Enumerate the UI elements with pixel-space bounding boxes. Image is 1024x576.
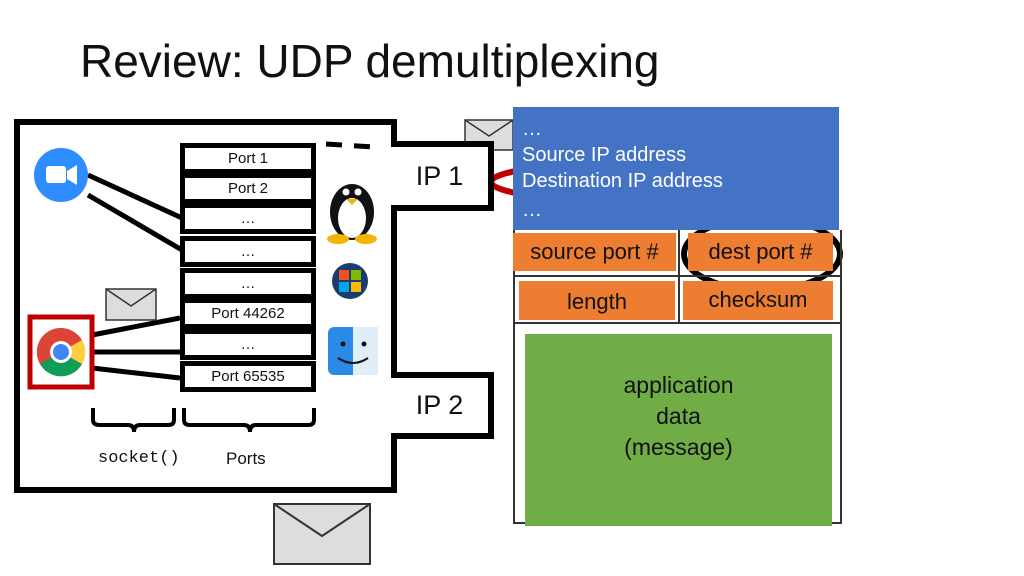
chrome-icon: [36, 327, 86, 377]
checksum-field: checksum: [683, 281, 833, 320]
udp-row-divider: [513, 275, 840, 277]
ip-header-ellipsis-top: …: [522, 118, 542, 140]
source-port-field: source port #: [513, 233, 676, 271]
port-box: …: [180, 268, 316, 299]
chrome-highlight-box: [27, 314, 95, 390]
app-data-line: data: [656, 403, 701, 429]
destination-ip-address: Destination IP address: [522, 170, 723, 192]
port-box: Port 65535: [180, 361, 316, 392]
port-box: Port 2: [180, 173, 316, 204]
ip-header-ellipsis-bottom: …: [522, 199, 542, 221]
socket-brace: [91, 408, 176, 433]
port-box: …: [180, 236, 316, 267]
chrome-link-line-1: [91, 315, 181, 338]
chrome-link-line-3: [91, 365, 181, 381]
application-data-block: application data (message): [525, 334, 832, 526]
envelope-icon-bottom: [273, 503, 371, 565]
app-data-line: application: [623, 372, 734, 398]
length-field: length: [519, 281, 675, 320]
zoom-link-line-1: [86, 172, 184, 221]
zoom-icon: [34, 148, 88, 202]
windows-icon: [332, 263, 368, 299]
ip-header-block: … Source IP address Destination IP addre…: [513, 107, 839, 230]
zoom-link-line-2: [86, 192, 184, 253]
port-box: Port 1: [180, 143, 316, 174]
port-box: …: [180, 329, 316, 360]
port-box: Port 44262: [180, 298, 316, 329]
linux-tux-icon: [327, 184, 377, 244]
ports-label: Ports: [226, 449, 266, 468]
ip2-interface: IP 2: [391, 372, 494, 439]
source-ip-address: Source IP address: [522, 144, 687, 166]
envelope-icon-host: [105, 288, 157, 321]
ports-brace: [182, 408, 316, 433]
dest-port-field: dest port #: [688, 233, 833, 271]
mac-finder-icon: [328, 327, 378, 375]
app-data-line: (message): [624, 434, 733, 460]
ip1-interface: IP 1: [391, 141, 494, 211]
socket-label: socket(): [98, 449, 180, 468]
host-machine-box: [14, 119, 397, 493]
dashed-link-line: [325, 141, 375, 150]
port-box: …: [180, 203, 316, 234]
slide-title: Review: UDP demultiplexing: [80, 35, 660, 87]
udp-row-divider: [513, 322, 840, 324]
